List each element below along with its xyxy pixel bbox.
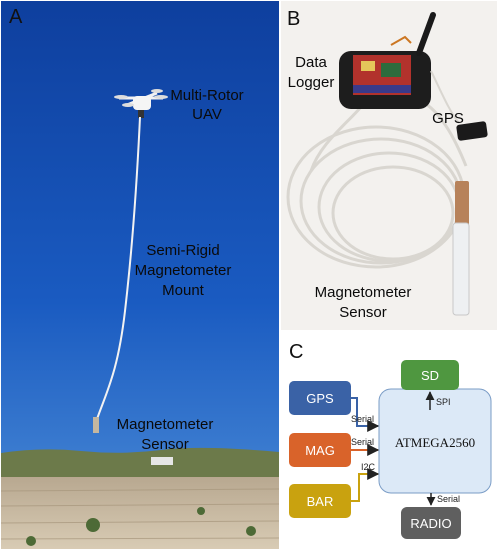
vegetation-band — [1, 447, 279, 483]
panel-a-scene: A Multi-Rotor UAV Semi-Rigid Magnetomete… — [1, 1, 279, 549]
bar-block — [289, 484, 351, 518]
mount-label-line1: Semi-Rigid — [146, 242, 219, 259]
gps-link — [351, 397, 380, 432]
small-building — [151, 457, 173, 465]
magnetometer-sensor-probe — [93, 417, 99, 433]
gps-link-label: Serial — [351, 414, 374, 424]
sensor-label-line2: Sensor — [141, 436, 189, 453]
bar-link-label: I2C — [361, 462, 376, 472]
sd-block — [401, 360, 459, 390]
logger-label-line1: Data — [295, 54, 327, 71]
radio-link-label: Serial — [437, 494, 460, 504]
mag-block-label: MAG — [305, 443, 335, 458]
panel-a-photo: A Multi-Rotor UAV Semi-Rigid Magnetomete… — [1, 1, 279, 549]
mcu-label: ATMEGA2560 — [395, 435, 475, 450]
panel-a-letter: A — [9, 6, 23, 28]
sd-link-label: SPI — [436, 397, 451, 407]
panel-c-block-diagram: C ATMEGA2560 GPS Serial MAG Serial BAR I… — [281, 332, 497, 549]
gps-label: GPS — [432, 110, 464, 127]
mount-label-line3: Mount — [162, 282, 205, 299]
uav-label-line2: UAV — [192, 106, 222, 123]
sensor-label-line1: Magnetometer — [315, 284, 412, 301]
gps-block — [289, 381, 351, 415]
mag-link-label: Serial — [351, 437, 374, 447]
gps-block-label: GPS — [306, 391, 334, 406]
data-logger-device — [339, 12, 436, 109]
panel-b-photo: B Data Logger GPS Magnetometer Sensor — [281, 1, 497, 330]
sensor-label-line1: Magnetometer — [117, 416, 214, 433]
mag-block — [289, 433, 351, 467]
block-diagram: C ATMEGA2560 GPS Serial MAG Serial BAR I… — [289, 341, 492, 539]
mount-label-line2: Magnetometer — [135, 262, 232, 279]
multi-rotor-uav — [114, 89, 168, 118]
panel-b-scene: B Data Logger GPS Magnetometer Sensor — [281, 1, 497, 330]
panel-c-letter: C — [289, 341, 303, 363]
radio-block — [401, 507, 461, 539]
panel-b-letter: B — [287, 8, 300, 30]
uav-label-line1: Multi-Rotor — [170, 87, 243, 104]
antenna — [416, 12, 436, 56]
magnetometer-sensor-probe — [452, 181, 470, 316]
sensor-label-line2: Sensor — [339, 304, 387, 321]
semi-rigid-mount-tether — [96, 116, 141, 420]
radio-block-label: RADIO — [410, 516, 451, 531]
bar-block-label: BAR — [307, 494, 334, 509]
bar-link — [351, 468, 380, 502]
sd-block-label: SD — [421, 368, 439, 383]
logger-label-line2: Logger — [288, 74, 335, 91]
gps-module — [430, 70, 488, 141]
